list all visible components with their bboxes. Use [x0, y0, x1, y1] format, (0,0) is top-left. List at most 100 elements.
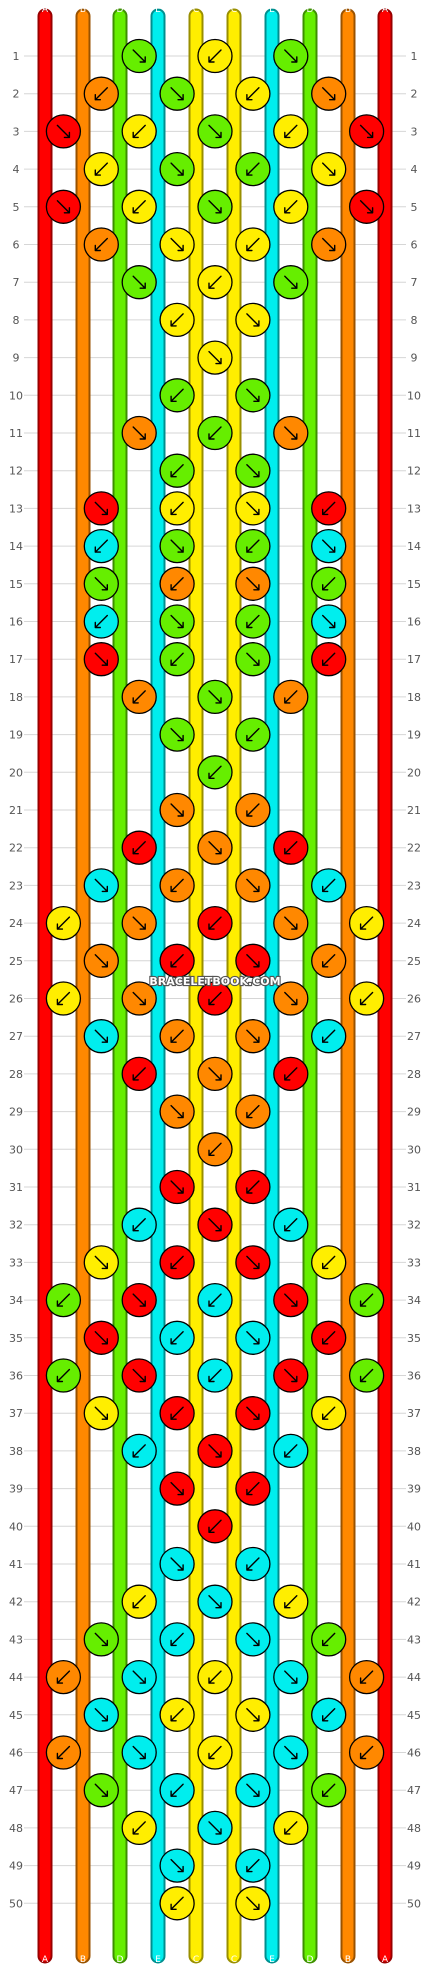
row-label-right: 11 — [407, 427, 421, 440]
row-label-right: 32 — [407, 1219, 421, 1232]
knot-arrow-icon — [132, 1745, 146, 1760]
knot-arrow-icon — [246, 539, 260, 553]
knot-arrow-icon — [246, 1104, 260, 1119]
string-label-bottom: E — [269, 1955, 275, 1965]
knot-arrow-icon — [94, 87, 108, 101]
knot-arrow-icon — [208, 1519, 222, 1533]
knot-arrow-icon — [170, 1104, 184, 1119]
knot-arrow-icon — [170, 464, 184, 478]
row-label-left: 43 — [9, 1633, 23, 1646]
row-label-left: 10 — [9, 389, 23, 402]
knot-arrow-icon — [284, 1444, 298, 1458]
knot-arrow-icon — [170, 803, 184, 817]
knot-arrow-icon — [208, 841, 222, 855]
knot-arrow-icon — [170, 652, 184, 666]
row-label-right: 43 — [407, 1633, 421, 1646]
row-label-right: 17 — [407, 653, 421, 666]
knot-arrow-icon — [132, 49, 146, 63]
row-label-right: 14 — [407, 540, 421, 553]
knot-arrow-icon — [246, 803, 260, 817]
row-label-right: 47 — [407, 1784, 421, 1797]
row-label-right: 21 — [407, 804, 421, 817]
knot-arrow-icon — [284, 1670, 298, 1684]
knot-arrow-icon — [284, 200, 298, 214]
knot-arrow-icon — [322, 237, 336, 252]
knot-arrow-icon — [94, 1255, 108, 1270]
knot-arrow-icon — [132, 916, 146, 930]
string-label-top: D — [117, 5, 124, 15]
row-label-right: 27 — [407, 1030, 421, 1043]
knot-arrow-icon — [170, 1896, 184, 1910]
knot-arrow-icon — [170, 1029, 184, 1043]
knot-arrow-icon — [208, 916, 222, 930]
row-label-left: 22 — [9, 842, 23, 855]
knot-arrow-icon — [56, 1670, 71, 1684]
row-label-right: 22 — [407, 842, 421, 855]
knot-arrow-icon — [170, 614, 184, 629]
knot-arrow-icon — [94, 954, 108, 968]
row-label-left: 25 — [9, 955, 23, 968]
string-label-top: B — [80, 5, 86, 15]
string-label-bottom: D — [307, 1955, 314, 1965]
knot-layer — [45, 38, 385, 1921]
knot-arrow-icon — [284, 841, 298, 855]
row-label-left: 45 — [9, 1709, 23, 1722]
knot-arrow-icon — [246, 388, 260, 402]
knot-arrow-icon — [94, 1632, 108, 1647]
knot-arrow-icon — [170, 501, 184, 516]
row-label-right: 20 — [407, 766, 421, 779]
watermark: BRACELETBOOK.COM — [149, 975, 280, 988]
row-label-right: 37 — [407, 1407, 421, 1420]
knot-arrow-icon — [284, 1745, 298, 1760]
knot-arrow-icon — [170, 162, 184, 176]
row-label-left: 23 — [9, 879, 23, 892]
knot-arrow-icon — [284, 1595, 298, 1609]
knot-arrow-icon — [359, 1745, 374, 1760]
knot-arrow-icon — [284, 991, 298, 1006]
knot-arrow-icon — [132, 1670, 146, 1684]
string-label-bottom: B — [80, 1955, 86, 1965]
string-label-top: C — [231, 5, 237, 15]
knot-arrow-icon — [359, 916, 374, 930]
row-label-right: 4 — [411, 163, 418, 176]
knot-arrow-icon — [322, 1331, 336, 1345]
knot-arrow-icon — [322, 954, 336, 968]
knot-arrow-icon — [94, 1783, 108, 1797]
knot-arrow-icon — [94, 237, 108, 252]
knot-arrow-icon — [322, 1406, 336, 1420]
row-label-left: 7 — [13, 276, 20, 289]
knot-arrow-icon — [322, 501, 336, 516]
knot-arrow-icon — [208, 1142, 222, 1156]
row-label-left: 21 — [9, 804, 23, 817]
knot-arrow-icon — [94, 501, 108, 516]
knot-arrow-icon — [359, 124, 374, 139]
string-label-bottom: D — [117, 1955, 124, 1965]
row-label-left: 48 — [9, 1822, 23, 1835]
row-label-left: 16 — [9, 616, 23, 629]
knot-arrow-icon — [322, 577, 336, 591]
knot-arrow-icon — [246, 162, 260, 176]
row-label-left: 32 — [9, 1219, 23, 1232]
row-label-left: 3 — [13, 125, 20, 138]
row-label-left: 13 — [9, 502, 23, 515]
knot-arrow-icon — [284, 1067, 298, 1081]
row-label-left: 15 — [9, 578, 23, 591]
row-label-left: 20 — [9, 766, 23, 779]
row-label-left: 41 — [9, 1558, 23, 1571]
knot-arrow-icon — [246, 1858, 260, 1873]
knot-arrow-icon — [56, 1745, 71, 1760]
knot-arrow-icon — [56, 916, 71, 930]
row-label-left: 11 — [9, 427, 23, 440]
knot-arrow-icon — [170, 577, 184, 591]
knot-arrow-icon — [170, 1406, 184, 1420]
knot-arrow-icon — [208, 765, 222, 779]
knot-arrow-icon — [170, 1708, 184, 1722]
row-label-left: 19 — [9, 729, 23, 742]
knot-arrow-icon — [359, 1368, 374, 1383]
knot-arrow-icon — [246, 1029, 260, 1043]
row-label-right: 5 — [411, 201, 418, 214]
knot-arrow-icon — [208, 124, 222, 139]
knot-arrow-icon — [208, 275, 222, 289]
row-label-left: 39 — [9, 1483, 23, 1496]
